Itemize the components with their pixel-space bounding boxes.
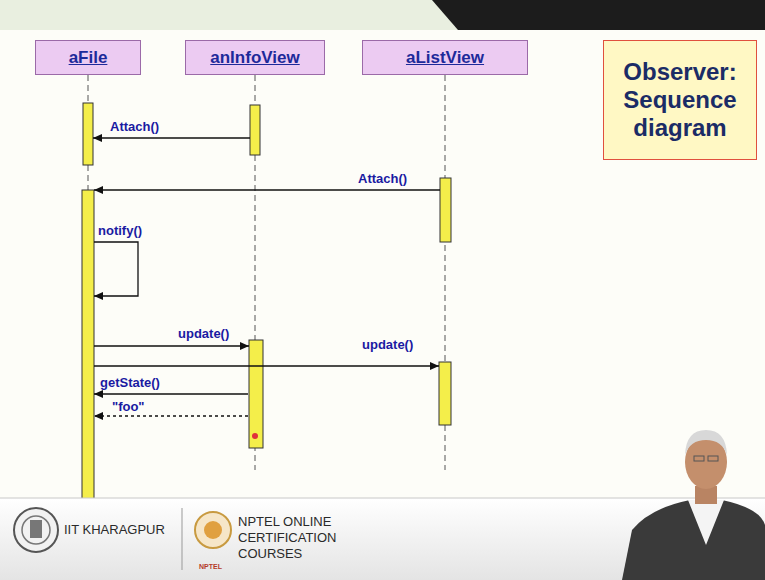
object-box: aListView: [362, 40, 528, 75]
message-arrow: [94, 186, 440, 194]
slide-title: Observer: Sequence diagram: [614, 58, 746, 142]
iit-logo: [14, 508, 58, 552]
message-label: update(): [176, 326, 231, 341]
footer-divider: [182, 508, 183, 570]
message-arrow: [93, 134, 250, 142]
footer-text: IIT KHARAGPUR: [64, 522, 165, 538]
activation-bar: [82, 190, 94, 508]
message-label: notify(): [96, 223, 144, 238]
object-box: aFile: [35, 40, 141, 75]
top-dark-band: [432, 0, 765, 30]
presenter-figure: [622, 430, 765, 580]
top-band: [0, 0, 765, 30]
pointer-dot: [252, 433, 258, 439]
message-label: getState(): [98, 375, 162, 390]
footer-text: NPTEL: [199, 562, 222, 572]
message-label: Attach(): [356, 171, 409, 186]
activation-bar: [83, 103, 93, 165]
footer-text: NPTEL ONLINE CERTIFICATION COURSES: [238, 514, 388, 562]
message-arrow: [94, 242, 138, 300]
footer-band: [0, 498, 765, 580]
activation-bar: [249, 340, 263, 448]
message-label: "foo": [110, 399, 147, 414]
object-name: aFile: [69, 48, 108, 68]
activation-bar: [250, 105, 260, 155]
footer-rule: [0, 498, 765, 499]
message-arrow: [94, 362, 439, 370]
activation-bar: [439, 362, 451, 425]
object-box: anInfoView: [185, 40, 325, 75]
message-arrow: [94, 390, 248, 398]
nptel-logo: [195, 512, 231, 548]
message-label: update(): [360, 337, 415, 352]
object-name: aListView: [406, 48, 484, 68]
activation-bar: [440, 178, 451, 242]
message-arrow: [94, 342, 249, 350]
message-label: Attach(): [108, 119, 161, 134]
title-box: Observer: Sequence diagram: [603, 40, 757, 160]
object-name: anInfoView: [210, 48, 299, 68]
